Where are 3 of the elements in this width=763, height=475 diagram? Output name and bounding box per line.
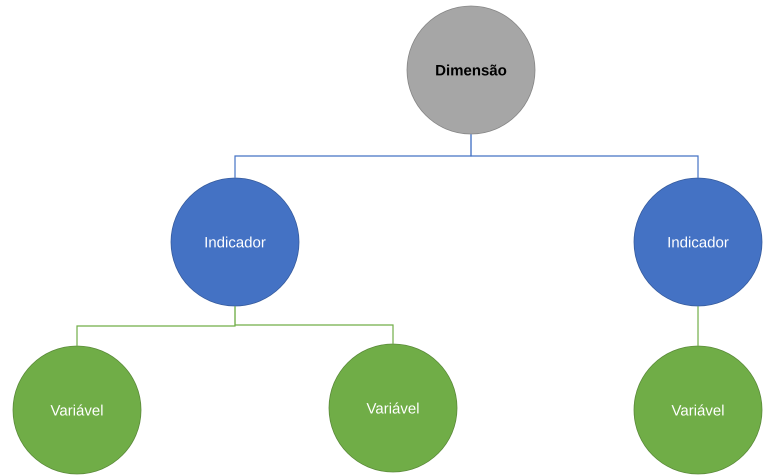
connector-line <box>234 306 394 344</box>
connector-line <box>470 134 699 178</box>
connector-line <box>697 306 699 346</box>
